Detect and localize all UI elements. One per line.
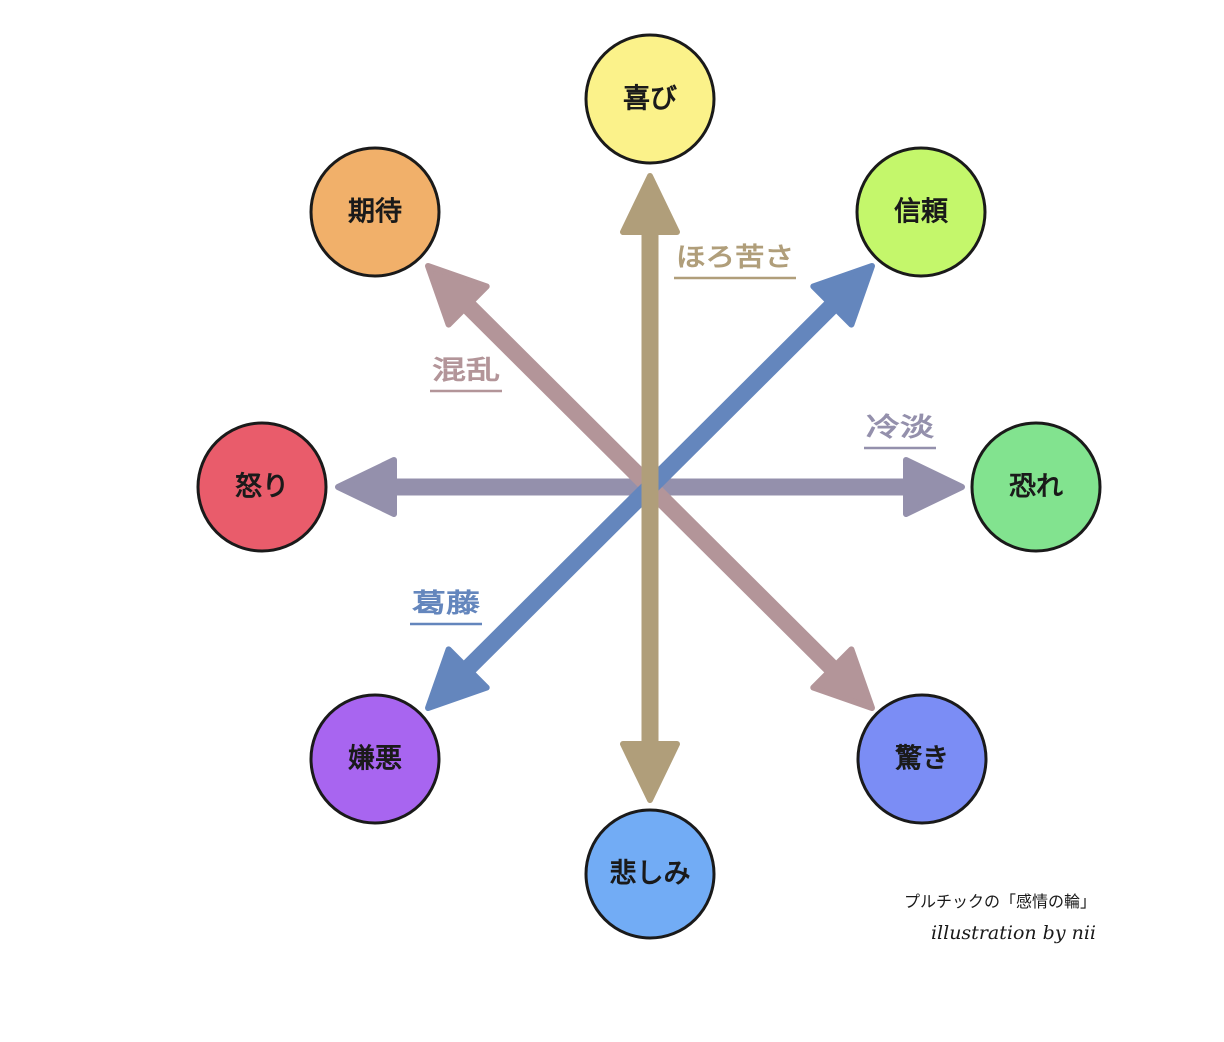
arrowhead-start-indifference: [335, 457, 397, 517]
emotion-circle-disgust: [309, 693, 441, 825]
arrows-layer: [335, 173, 965, 803]
arrowhead-end-bittersweet: [620, 741, 680, 803]
emotion-label-fear: 恐れ: [1009, 472, 1063, 503]
arrowhead-start-confusion: [425, 263, 490, 328]
emotion-label-trust: 信頼: [894, 197, 949, 228]
emotion-node-surprise: 驚き: [856, 693, 988, 825]
emotion-label-surprise: 驚き: [895, 744, 949, 775]
emotion-circle-sadness: [584, 808, 716, 940]
emotion-circle-joy: [584, 33, 716, 165]
caption-title: プルチックの「感情の輪」: [903, 892, 1096, 911]
emotion-circle-anticipation: [309, 146, 441, 278]
arrowhead-start-conflict: [425, 646, 490, 711]
axis-label-text-indifference: 冷淡: [866, 412, 935, 443]
emotion-label-anger: 怒り: [235, 472, 289, 503]
axis-label-bittersweet: ほろ苦さ: [674, 243, 796, 280]
arrowhead-end-indifference: [903, 457, 965, 517]
caption-credit: illustration by nii: [930, 922, 1096, 944]
axis-label-text-confusion: 混乱: [432, 356, 500, 386]
emotion-node-anticipation: 期待: [309, 146, 441, 278]
emotion-circle-trust: [855, 146, 987, 278]
emotion-circle-anger: [196, 421, 328, 553]
arrow-bittersweet: [620, 173, 680, 803]
emotion-node-fear: 恐れ: [970, 421, 1102, 553]
arrowhead-end-conflict: [810, 263, 875, 328]
emotion-circle-fear: [970, 421, 1102, 553]
emotion-label-anticipation: 期待: [348, 197, 402, 228]
emotion-node-anger: 怒り: [196, 421, 328, 553]
arrowhead-end-confusion: [810, 646, 875, 711]
emotion-node-trust: 信頼: [855, 146, 987, 278]
emotion-circle-surprise: [856, 693, 988, 825]
emotion-node-joy: 喜び: [584, 33, 716, 165]
axis-label-indifference: 冷淡: [864, 412, 936, 450]
emotion-node-disgust: 嫌悪: [309, 693, 441, 825]
emotion-node-sadness: 悲しみ: [584, 808, 716, 940]
axis-label-text-conflict: 葛藤: [411, 589, 482, 619]
emotion-label-disgust: 嫌悪: [348, 744, 402, 775]
arrowhead-start-bittersweet: [620, 173, 680, 235]
axis-label-conflict: 葛藤: [410, 589, 482, 626]
emotion-label-joy: 喜び: [623, 84, 677, 115]
axis-label-text-bittersweet: ほろ苦さ: [676, 243, 794, 273]
axis-label-confusion: 混乱: [430, 356, 502, 393]
emotion-label-sadness: 悲しみ: [610, 858, 691, 890]
